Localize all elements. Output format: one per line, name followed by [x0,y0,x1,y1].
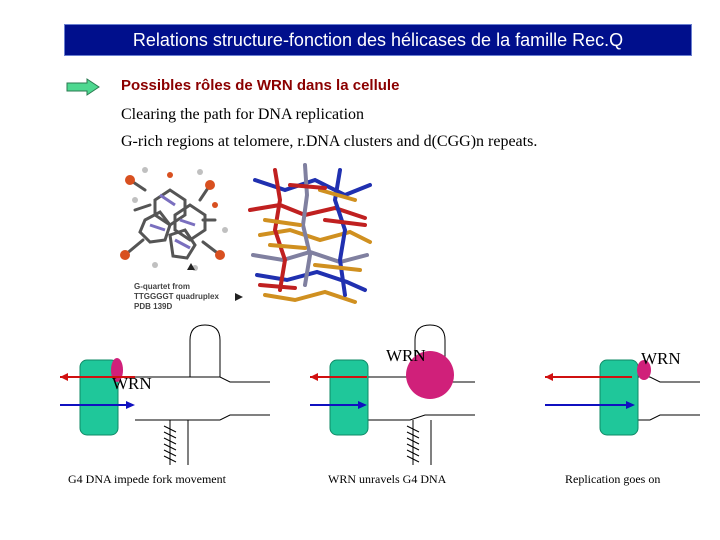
panel-3-diagram [545,359,700,436]
panel-2-diagram [310,324,475,465]
molecule-caption: G-quartet from TTGGGGT quadruplex PDB 13… [134,282,219,311]
quadruplex-3d-structure-image [248,163,372,304]
bullet-line-1: Clearing the path for DNA replication [121,106,365,123]
bullet-line-2: G-rich regions at telomere, r.DNA cluste… [121,133,538,150]
polymerase-shape [79,359,119,436]
wrn-large-shape [406,351,454,399]
polymerase-shape [599,359,639,436]
caption-pointer-icon [235,293,243,301]
wrn-label-3: WRN [641,349,681,368]
subtitle: Possibles rôles de WRN dans la cellule [121,77,400,94]
wrn-label-2: WRN [386,346,426,365]
panel-1-diagram [60,324,270,465]
arrow-right-icon [66,78,100,96]
wrn-label-1: WRN [112,374,152,393]
panel-2-label: WRN unravels G4 DNA [328,472,447,486]
panel-3-label: Replication goes on [565,472,661,486]
panel-1-label: G4 DNA impede fork movement [68,472,226,486]
wrn-small-shape [637,360,651,380]
polymerase-shape [329,359,369,436]
slide-title: Relations structure-fonction des hélicas… [64,24,692,56]
g-quartet-molecule-image [120,167,228,271]
